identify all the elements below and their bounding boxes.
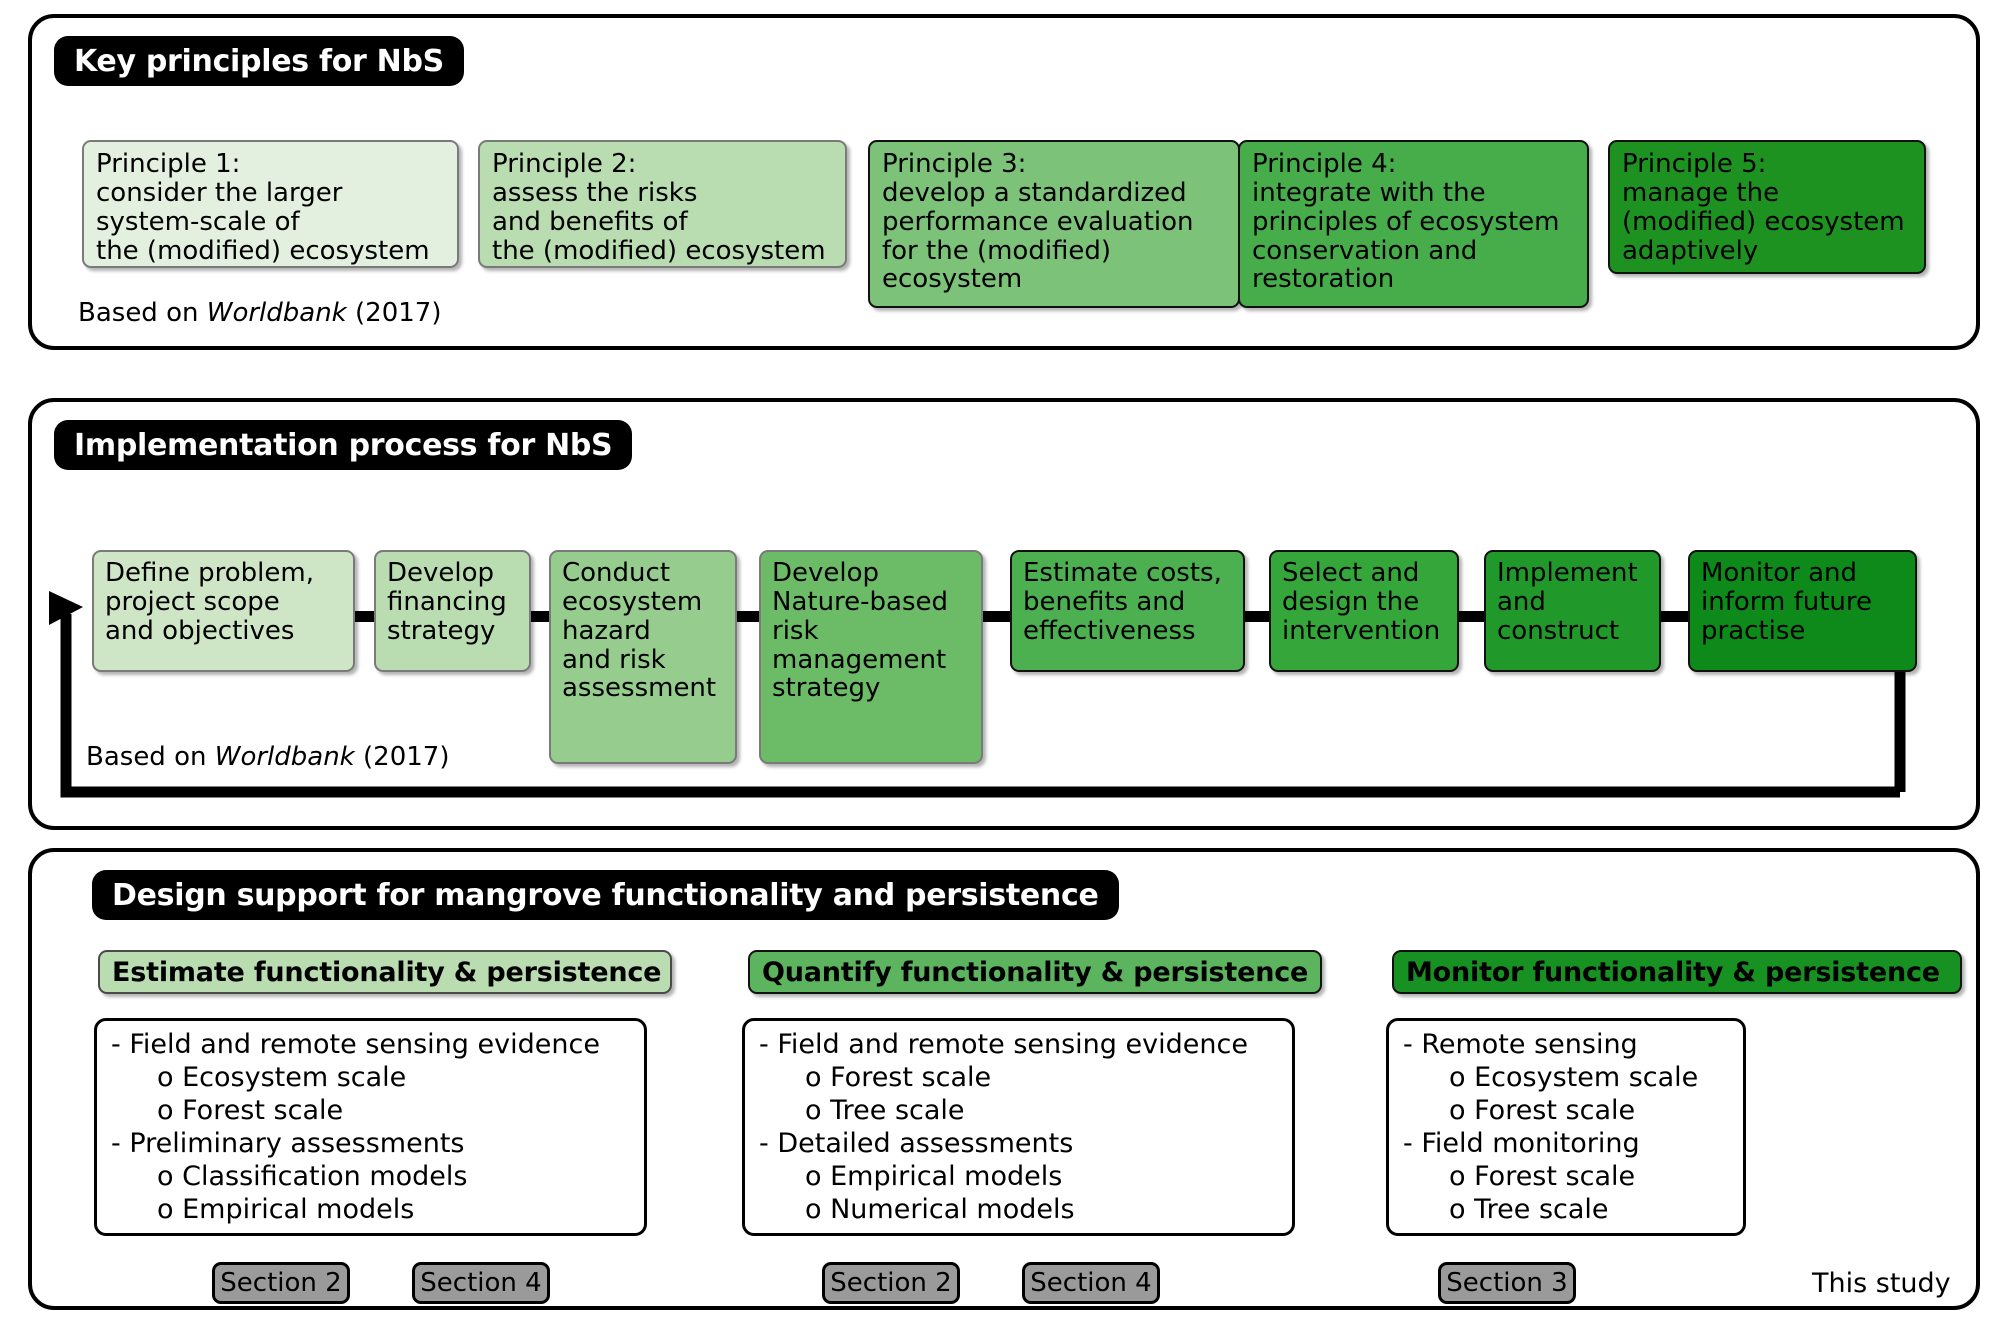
process-step-2: Develop financing strategy — [374, 550, 531, 672]
list-subitem: o Numerical models — [805, 1193, 1075, 1225]
list-subitem: o Empirical models — [805, 1160, 1063, 1192]
principle-body: develop a standardized performance evalu… — [882, 177, 1194, 295]
principle-body: assess the risks and benefits of the (mo… — [492, 177, 826, 266]
list-subitem: o Ecosystem scale — [157, 1061, 407, 1093]
list-subitem: o Forest scale — [1449, 1160, 1636, 1192]
principle-title: Principle 5: — [1622, 149, 1767, 179]
list-subitem: o Empirical models — [157, 1193, 415, 1225]
process-step-1: Define problem, project scope and object… — [92, 550, 355, 672]
caption-source: Worldbank — [206, 298, 347, 328]
process-step-3: Conduct ecosystem hazard and risk assess… — [549, 550, 737, 764]
list-item: - Detailed assessments — [759, 1127, 1074, 1159]
list-subitem: o Classification models — [157, 1160, 468, 1192]
process-connector — [1661, 611, 1688, 622]
list-item: - Remote sensing — [1403, 1029, 1638, 1060]
process-connector — [737, 611, 759, 622]
principle-title: Principle 2: — [492, 149, 637, 179]
principle-title: Principle 1: — [96, 149, 241, 179]
process-connector — [1459, 611, 1484, 622]
principle-title: Principle 4: — [1252, 149, 1397, 179]
list-subitem: o Ecosystem scale — [1449, 1061, 1699, 1093]
list-subitem: o Tree scale — [805, 1094, 965, 1126]
caption-prefix: Based on — [78, 298, 207, 328]
process-step-8: Monitor and inform future practise — [1688, 550, 1917, 672]
column-header-quantify: Quantify functionality & persistence — [748, 950, 1322, 994]
process-connector — [1245, 611, 1269, 622]
section-chip[interactable]: Section 2 — [212, 1262, 350, 1304]
column-header-estimate: Estimate functionality & persistence — [98, 950, 672, 994]
process-step-6: Select and design the intervention — [1269, 550, 1459, 672]
process-connector — [355, 611, 374, 622]
caption-year: (2017) — [354, 742, 450, 772]
list-subitem: o Forest scale — [157, 1094, 344, 1126]
principle-body: integrate with the principles of ecosyst… — [1252, 177, 1560, 295]
process-source-caption: Based on Worldbank (2017) — [86, 742, 449, 772]
principle-body: consider the larger system-scale of the … — [96, 177, 430, 266]
principle-card-4: Principle 4: integrate with the principl… — [1238, 140, 1589, 308]
this-study-label: This study — [1812, 1268, 1951, 1299]
section-chip[interactable]: Section 4 — [412, 1262, 550, 1304]
process-connector — [531, 611, 549, 622]
principles-source-caption: Based on Worldbank (2017) — [78, 298, 441, 328]
section-chip[interactable]: Section 4 — [1022, 1262, 1160, 1304]
column-header-monitor: Monitor functionality & persistence — [1392, 950, 1962, 994]
list-item: - Preliminary assessments — [111, 1127, 465, 1159]
list-item: - Field monitoring — [1403, 1127, 1640, 1159]
process-step-4: Develop Nature-based risk management str… — [759, 550, 983, 764]
list-item: - Field and remote sensing evidence — [111, 1029, 600, 1060]
caption-year: (2017) — [346, 298, 442, 328]
principle-card-5: Principle 5: manage the (modified) ecosy… — [1608, 140, 1926, 274]
process-step-5: Estimate costs, benefits and effectivene… — [1010, 550, 1245, 672]
caption-source: Worldbank — [214, 742, 355, 772]
list-item: - Field and remote sensing evidence — [759, 1029, 1248, 1060]
key-principles-banner: Key principles for NbS — [54, 36, 464, 86]
list-subitem: o Forest scale — [1449, 1094, 1636, 1126]
section-chip[interactable]: Section 3 — [1438, 1262, 1576, 1304]
implementation-process-banner: Implementation process for NbS — [54, 420, 633, 470]
principle-body: manage the (modified) ecosystem adaptive… — [1622, 177, 1905, 266]
section-chip[interactable]: Section 2 — [822, 1262, 960, 1304]
process-step-7: Implement and construct — [1484, 550, 1661, 672]
list-subitem: o Tree scale — [1449, 1193, 1609, 1225]
list-subitem: o Forest scale — [805, 1061, 992, 1093]
caption-prefix: Based on — [86, 742, 215, 772]
principle-card-1: Principle 1: consider the larger system-… — [82, 140, 459, 268]
principle-card-2: Principle 2: assess the risks and benefi… — [478, 140, 847, 268]
principle-title: Principle 3: — [882, 149, 1027, 179]
process-connector — [983, 611, 1010, 622]
design-support-banner: Design support for mangrove functionalit… — [92, 870, 1119, 920]
principle-card-3: Principle 3: develop a standardized perf… — [868, 140, 1240, 308]
